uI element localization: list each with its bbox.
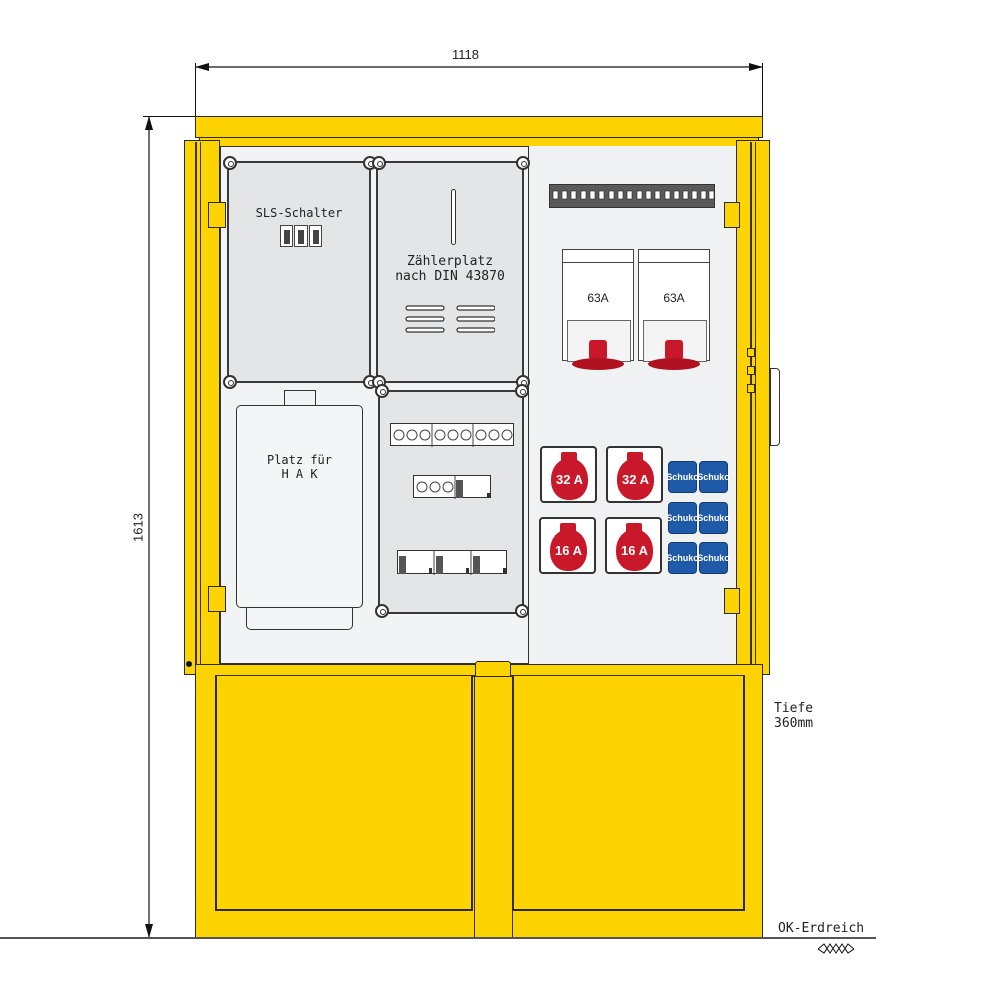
cee-socket-16a-1[interactable]: 16 A	[539, 517, 596, 574]
ground-label: OK-Erdreich	[778, 921, 865, 936]
depth-value: 360mm	[774, 716, 814, 731]
schuko-socket[interactable]: Schuko	[697, 461, 730, 493]
rcd-row	[397, 550, 507, 575]
ground-hatch-icon	[817, 943, 855, 954]
left-door-line	[200, 142, 201, 672]
base-divider	[512, 676, 513, 938]
left-door-frame	[184, 140, 220, 675]
screw-icon	[516, 156, 530, 170]
hak-neck	[284, 390, 316, 406]
hak-label-line1: Platz für	[266, 453, 333, 467]
screw-icon	[515, 384, 529, 398]
hinge-right-top	[724, 202, 740, 228]
ground-line	[0, 937, 876, 939]
hinge-left-top	[208, 202, 226, 228]
right-door-frame	[736, 140, 770, 675]
dimension-arrow-icon	[145, 116, 153, 938]
vent-slots-icon	[405, 304, 496, 336]
base-panel-left	[215, 676, 473, 911]
vent-slots-icon	[405, 305, 496, 333]
height-ext-top	[143, 116, 195, 117]
height-dimension	[140, 116, 160, 938]
lock-block	[747, 348, 755, 357]
depth-label: Tiefe	[774, 701, 814, 716]
cee-socket-16a-2[interactable]: 16 A	[605, 517, 662, 574]
schuko-socket[interactable]: Schuko	[697, 502, 730, 534]
hak-foot	[246, 608, 353, 630]
hinge-right-bottom	[724, 588, 740, 614]
cee-socket-32a-2[interactable]: 32 A	[606, 446, 663, 503]
meter-label-line2: nach DIN 43870	[395, 269, 505, 284]
right-door-line	[750, 142, 752, 672]
height-value: 1613	[130, 513, 146, 542]
width-ext-left	[195, 63, 196, 121]
schuko-socket[interactable]: Schuko	[697, 542, 730, 574]
meter-panel	[376, 161, 524, 383]
breaker-pole-icon	[294, 225, 308, 247]
breaker-pole-icon	[308, 225, 322, 247]
fuse-row-2	[413, 475, 491, 499]
sls-switch	[280, 225, 322, 247]
cee-socket-32a-1[interactable]: 32 A	[540, 446, 597, 503]
fuse-holders-icon	[393, 424, 513, 447]
center-latch[interactable]	[475, 661, 511, 677]
schuko-socket[interactable]: Schuko	[666, 542, 699, 574]
cee-63a-plug-1[interactable]	[572, 340, 624, 370]
width-dimension	[195, 58, 763, 78]
sls-panel	[227, 161, 371, 383]
rcd-breakers-icon	[399, 551, 506, 575]
meter-label-line1: Zählerplatz	[406, 254, 494, 269]
fuse-row-1	[390, 423, 514, 447]
screw-icon	[372, 156, 386, 170]
schuko-socket[interactable]: Schuko	[666, 502, 699, 534]
lock-block	[747, 366, 755, 375]
schuko-socket[interactable]: Schuko	[666, 461, 699, 493]
cee-63a-plug-2[interactable]	[648, 340, 700, 370]
fuse-holders-icon	[416, 476, 490, 499]
ground-hatch-icon	[817, 940, 855, 954]
lock-block	[747, 384, 755, 393]
screw-icon	[223, 156, 237, 170]
top-breaker-strip	[549, 184, 715, 208]
housing-top-cap	[195, 116, 763, 138]
screw-icon	[375, 604, 389, 618]
left-lock-dot	[186, 661, 192, 667]
hak-label-line2: H A K	[281, 467, 318, 481]
left-door-line	[195, 142, 197, 672]
cee-63a-label: 63A	[587, 291, 609, 305]
dimension-arrow-icon	[195, 63, 763, 71]
screw-icon	[515, 604, 529, 618]
mcb-row-icon	[552, 190, 715, 200]
hak-box	[236, 405, 363, 608]
door-handle[interactable]	[770, 368, 780, 446]
base-panel-right	[512, 676, 745, 911]
width-ext-right	[762, 63, 763, 121]
right-mounting-plate	[528, 146, 736, 664]
screw-icon	[375, 384, 389, 398]
hinge-left-bottom	[208, 586, 226, 612]
meter-slot-icon	[451, 189, 456, 245]
breaker-pole-icon	[280, 225, 294, 247]
base-divider	[474, 676, 475, 938]
sls-label: SLS-Schalter	[255, 206, 343, 220]
cee-63a-label: 63A	[663, 291, 685, 305]
right-door-line	[755, 142, 756, 672]
width-value: 1118	[452, 47, 479, 62]
screw-icon	[223, 375, 237, 389]
